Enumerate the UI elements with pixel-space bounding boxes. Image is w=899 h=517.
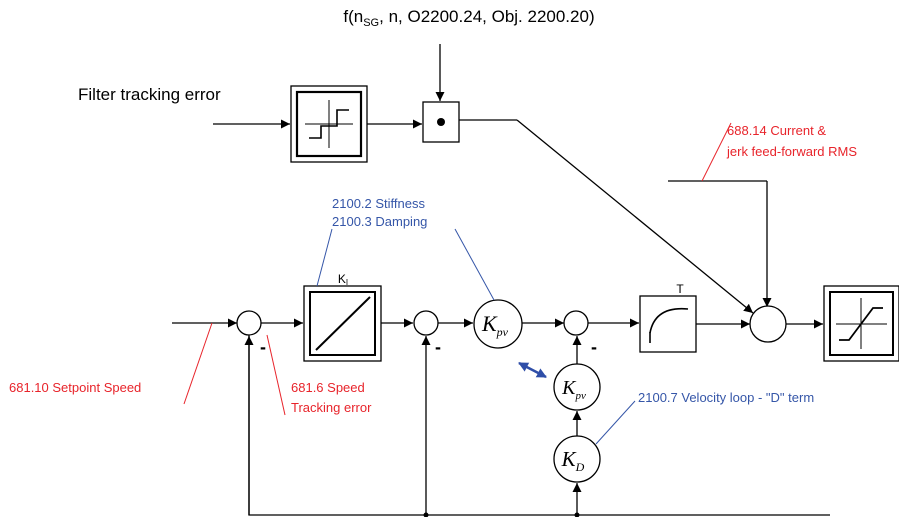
kd-gain-block: KD	[553, 435, 601, 483]
lowpass-filter-block: T	[639, 282, 697, 353]
sum3-sign: -	[591, 337, 597, 357]
svg-text:Kpv: Kpv	[561, 377, 586, 402]
svg-text:2100.3 Damping: 2100.3 Damping	[332, 214, 427, 229]
sum-junction-1	[236, 310, 262, 336]
svg-text:T: T	[676, 282, 684, 296]
svg-text:2100.2 Stiffness: 2100.2 Stiffness	[332, 196, 425, 211]
velocity-d-term-annotation: 2100.7 Velocity loop - "D" term	[595, 390, 814, 445]
svg-text:2100.7 Velocity loop - "D" ter: 2100.7 Velocity loop - "D" term	[638, 390, 814, 405]
multiplier-block	[422, 101, 460, 143]
sum-junction-4	[749, 305, 787, 343]
filter-tracking-error-label: Filter tracking error	[78, 85, 221, 104]
sum1-sign: -	[260, 337, 266, 357]
sum-junction-3	[563, 310, 589, 336]
sum2-sign: -	[435, 337, 441, 357]
deadband-block	[290, 85, 368, 163]
speed-tracking-error-annotation: 681.6 Speed Tracking error	[266, 334, 372, 416]
svg-text:KI: KI	[338, 272, 348, 287]
svg-text:KD: KD	[561, 447, 585, 474]
kpv-feedback-block: Kpv	[553, 363, 601, 411]
setpoint-speed-annotation: 681.10 Setpoint Speed	[9, 322, 213, 405]
gain-function-label: f(nSG, n, O2200.24, Obj. 2200.20)	[343, 7, 594, 29]
svg-text:Kpv: Kpv	[481, 311, 509, 339]
linked-gain-arrow	[518, 361, 547, 379]
integrator-ki-block: KI	[303, 272, 382, 362]
current-jerk-annotation: 688.14 Current & jerk feed-forward RMS	[701, 122, 857, 182]
sum-junction-2	[413, 310, 439, 336]
saturation-block	[823, 285, 899, 362]
svg-text:688.14 Current &: 688.14 Current &	[727, 123, 826, 138]
svg-text:681.10 Setpoint Speed: 681.10 Setpoint Speed	[9, 380, 141, 395]
kpv-gain-block: Kpv	[473, 299, 523, 349]
stiffness-damping-annotation: 2100.2 Stiffness 2100.3 Damping	[316, 196, 495, 301]
svg-text:jerk feed-forward RMS: jerk feed-forward RMS	[726, 144, 857, 159]
svg-text:681.6 Speed: 681.6 Speed	[291, 380, 365, 395]
svg-text:Tracking error: Tracking error	[291, 400, 372, 415]
